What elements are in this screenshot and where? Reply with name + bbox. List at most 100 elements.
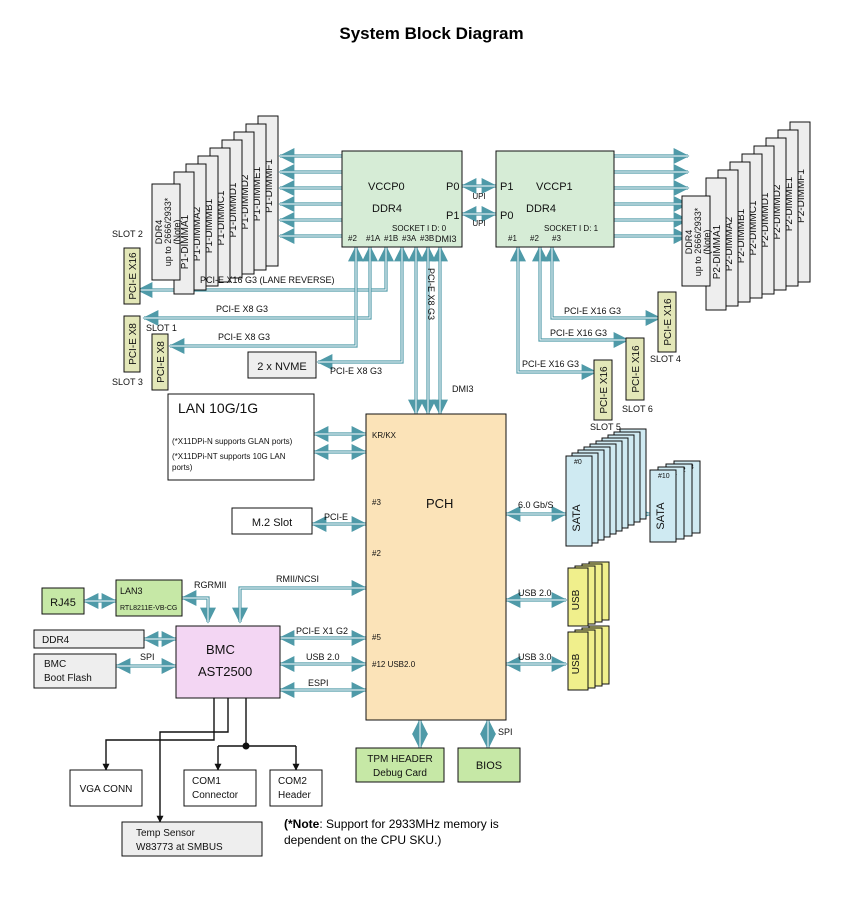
lan3-l1: LAN3 bbox=[120, 586, 143, 596]
pch-port-12: #12 USB2.0 bbox=[372, 660, 416, 669]
bmc-flash-box bbox=[33, 653, 117, 689]
cpu0-box bbox=[341, 150, 463, 248]
bus-slot5-core bbox=[517, 247, 596, 373]
bus-label-usb3: USB 3.0 bbox=[518, 652, 552, 662]
slot1-box bbox=[151, 333, 169, 391]
bus-rmii bbox=[232, 580, 368, 624]
cpu1-p0: P0 bbox=[500, 210, 513, 222]
com1-box bbox=[183, 769, 257, 807]
sata-a-port-0: #0 bbox=[574, 459, 582, 466]
cpu0-port-3: #3A bbox=[402, 234, 417, 243]
bus-label-lane-reverse: PCI-E X16 G3 (LANE REVERSE) bbox=[200, 275, 335, 285]
lan-title: LAN 10G/1G bbox=[178, 400, 258, 416]
pch-port-2: #2 bbox=[372, 549, 381, 558]
sata-a-label: SATA bbox=[571, 504, 583, 532]
lan-line1: (*X11DPi-N supports GLAN ports) bbox=[172, 437, 293, 446]
pch-port-5: #5 bbox=[372, 633, 381, 642]
dimm-p2-label-1: P2-DIMME1 bbox=[784, 176, 795, 231]
bus-label-rmii: RMII/NCSI bbox=[276, 574, 319, 584]
bus-nvme-core bbox=[318, 247, 403, 363]
ddr4-box bbox=[33, 629, 145, 649]
ddr-note-box-p2 bbox=[681, 195, 711, 287]
com2-l2: Header bbox=[278, 790, 311, 801]
diagram-title: System Block Diagram bbox=[339, 24, 524, 43]
bus-label-x16g3-a: PCI-E X16 G3 bbox=[564, 306, 621, 316]
cpu0-port-0: #2 bbox=[348, 234, 357, 243]
bmc-flash-l1: BMC bbox=[44, 659, 66, 670]
memory-note: (*Note: Support for 2933MHz memory is de… bbox=[284, 816, 544, 848]
cpu0-port-4: #3B bbox=[420, 234, 434, 243]
sata-b-port-0: #10 bbox=[658, 473, 670, 480]
bmc-flash-l2: Boot Flash bbox=[44, 673, 92, 684]
tpm-box bbox=[355, 747, 445, 783]
bus-lan3-bmc bbox=[180, 590, 216, 624]
wire-temp bbox=[156, 698, 229, 823]
slot5-type: PCI-E X16 bbox=[599, 366, 610, 414]
bus-label-x8g3-a: PCI-E X8 G3 bbox=[216, 304, 268, 314]
ddr-note-p1-0: DDR4 bbox=[154, 220, 164, 245]
lan-line2: (*X11DPi-NT supports 10G LAN bbox=[172, 452, 286, 461]
slot5-label: SLOT 5 bbox=[590, 422, 621, 432]
bus-label-bmc-usb2: USB 2.0 bbox=[306, 652, 340, 662]
bus-rmii-core bbox=[239, 587, 366, 622]
dimm-p2-label-6: P2-DIMMA2 bbox=[724, 216, 735, 271]
dimm-p2-label-5: P2-DIMMB1 bbox=[736, 208, 747, 263]
dimm-p1-label-4: P1-DIMMC1 bbox=[216, 190, 227, 245]
cpu0-name: VCCP0 bbox=[368, 181, 405, 193]
cpu1-port-2: #3 bbox=[552, 234, 561, 243]
cpu1-socket: SOCKET I D: 1 bbox=[544, 224, 599, 233]
bus-label-pcie-x1: PCI-E X1 G2 bbox=[296, 626, 348, 636]
dimm-p2-label-2: P2-DIMMD2 bbox=[772, 184, 783, 239]
cpu0-p1: P1 bbox=[446, 210, 459, 222]
slot4-label: SLOT 4 bbox=[650, 354, 681, 364]
dimm-p2-label-7: P2-DIMMA1 bbox=[712, 224, 723, 279]
lan3-box bbox=[115, 579, 183, 617]
temp-box bbox=[121, 821, 263, 857]
pch-name: PCH bbox=[426, 496, 453, 511]
tpm-l2: Debug Card bbox=[373, 768, 427, 779]
upi-label-1: UPI bbox=[472, 219, 485, 228]
slot4-box bbox=[657, 291, 677, 353]
bus-label-dmi3: DMI3 bbox=[452, 384, 474, 394]
slot3-box bbox=[123, 315, 141, 373]
cpu0-socket: SOCKET I D: 0 bbox=[392, 224, 447, 233]
nvme-box bbox=[247, 351, 317, 379]
dimm-p1-label-2: P1-DIMMD2 bbox=[240, 174, 251, 229]
tpm-l1: TPM HEADER bbox=[367, 754, 433, 765]
slot2-type: PCI-E X16 bbox=[128, 252, 139, 300]
ddr-note-p2-1: up to 2666/2933* bbox=[693, 207, 703, 276]
usb2-label: USB bbox=[571, 589, 582, 610]
vga-box bbox=[69, 769, 143, 807]
slot1-type: PCI-E X8 bbox=[156, 341, 167, 383]
dimm-p1-label-6: P1-DIMMA2 bbox=[192, 206, 203, 261]
bus-label-x8g3-c: PCI-E X8 G3 bbox=[330, 366, 382, 376]
bmc-l1: BMC bbox=[206, 642, 235, 657]
cpu0-port-2: #1B bbox=[384, 234, 398, 243]
dimm-p1-label-7: P1-DIMMA1 bbox=[180, 214, 191, 269]
ddr-note-p1-2: (Note) bbox=[172, 219, 182, 244]
pch-box bbox=[365, 413, 507, 721]
sata-a-0 bbox=[565, 455, 593, 547]
dimm-p1-label-3: P1-DIMMD1 bbox=[228, 182, 239, 237]
dimm-p1-label-5: P1-DIMMB1 bbox=[204, 198, 215, 253]
lan3-l2: RTL8211E-VB-CG bbox=[120, 605, 177, 612]
ddr4-label: DDR4 bbox=[42, 635, 70, 646]
bus-label-x16g3-c: PCI-E X16 G3 bbox=[522, 359, 579, 369]
usb3-card-0 bbox=[567, 631, 589, 691]
bus-label-x8g3-b: PCI-E X8 G3 bbox=[218, 332, 270, 342]
bus-label-x8g3-vert: PCI-E X8 G3 bbox=[426, 268, 436, 320]
dimm-p1-label-0: P1-DIMMF1 bbox=[264, 159, 275, 213]
m2-label: M.2 Slot bbox=[252, 517, 292, 529]
com2-box bbox=[269, 769, 323, 807]
ddr-note-box-p1 bbox=[151, 183, 181, 281]
cpu1-box bbox=[495, 150, 615, 248]
bus-label-rgrmii: RGRMII bbox=[194, 580, 227, 590]
slot6-type: PCI-E X16 bbox=[631, 345, 642, 393]
slot2-label: SLOT 2 bbox=[112, 229, 143, 239]
note-bold: (*Note bbox=[284, 817, 320, 831]
bus-label-sata: 6.0 Gb/S bbox=[518, 500, 554, 510]
bus-label-pcie: PCI-E bbox=[324, 512, 348, 522]
bus-lines bbox=[82, 148, 690, 823]
temp-l2: W83773 at SMBUS bbox=[136, 842, 223, 853]
dimm-p2-label-4: P2-DIMMC1 bbox=[748, 200, 759, 255]
